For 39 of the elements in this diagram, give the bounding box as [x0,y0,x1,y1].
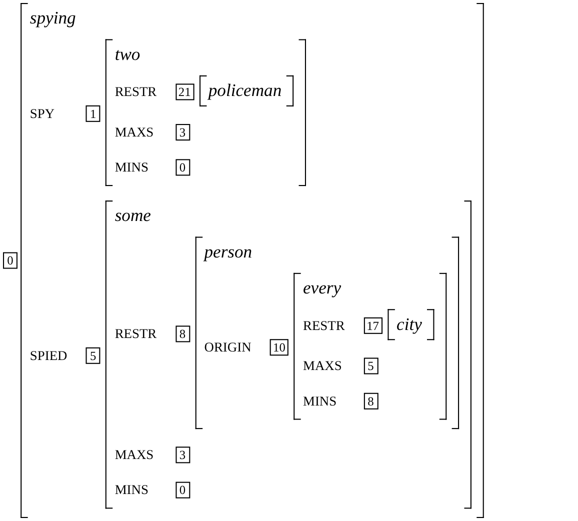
index-tag: 0 [175,482,190,498]
feature-label: MAXS [114,446,155,464]
feature-label: RESTR [114,326,158,342]
index-tag: 10 [270,339,289,356]
feature-label: RESTR [114,84,158,100]
attribute-value-matrix [20,3,484,518]
type-label: some [114,204,151,228]
type-label: every [303,277,342,300]
index-tag: 8 [363,392,378,410]
index-tag: 17 [363,317,382,334]
feature-label: SPIED [30,347,68,364]
feature-label: SPY [30,105,56,122]
type-label: two [114,43,140,66]
index-tag: 0 [175,159,190,176]
type-label: person [204,240,252,264]
feature-label: MAXS [114,124,155,141]
index-tag: 5 [86,347,100,364]
type-label: policeman [208,80,282,102]
index-tag: 3 [175,124,190,141]
feature-label: ORIGIN [204,339,252,356]
feature-label: MINS [114,482,150,498]
type-label: city [396,313,422,336]
feature-label: MINS [303,392,338,410]
attribute-value-matrix [106,200,472,509]
type-label: spying [30,7,76,30]
attribute-value-matrix [194,236,460,430]
index-tag: 8 [175,326,190,342]
attribute-value-matrix [199,75,294,106]
index-tag: 3 [175,446,190,464]
feature-label: MAXS [303,358,343,374]
index-tag: 5 [363,358,378,374]
attribute-value-matrix [387,309,434,340]
index-tag: 0 [3,252,18,269]
attribute-value-matrix [106,39,306,186]
index-tag: 1 [86,105,100,122]
feature-label: MINS [114,159,150,176]
attribute-value-matrix [294,272,447,420]
feature-label: RESTR [303,317,346,334]
index-tag: 21 [175,84,194,100]
